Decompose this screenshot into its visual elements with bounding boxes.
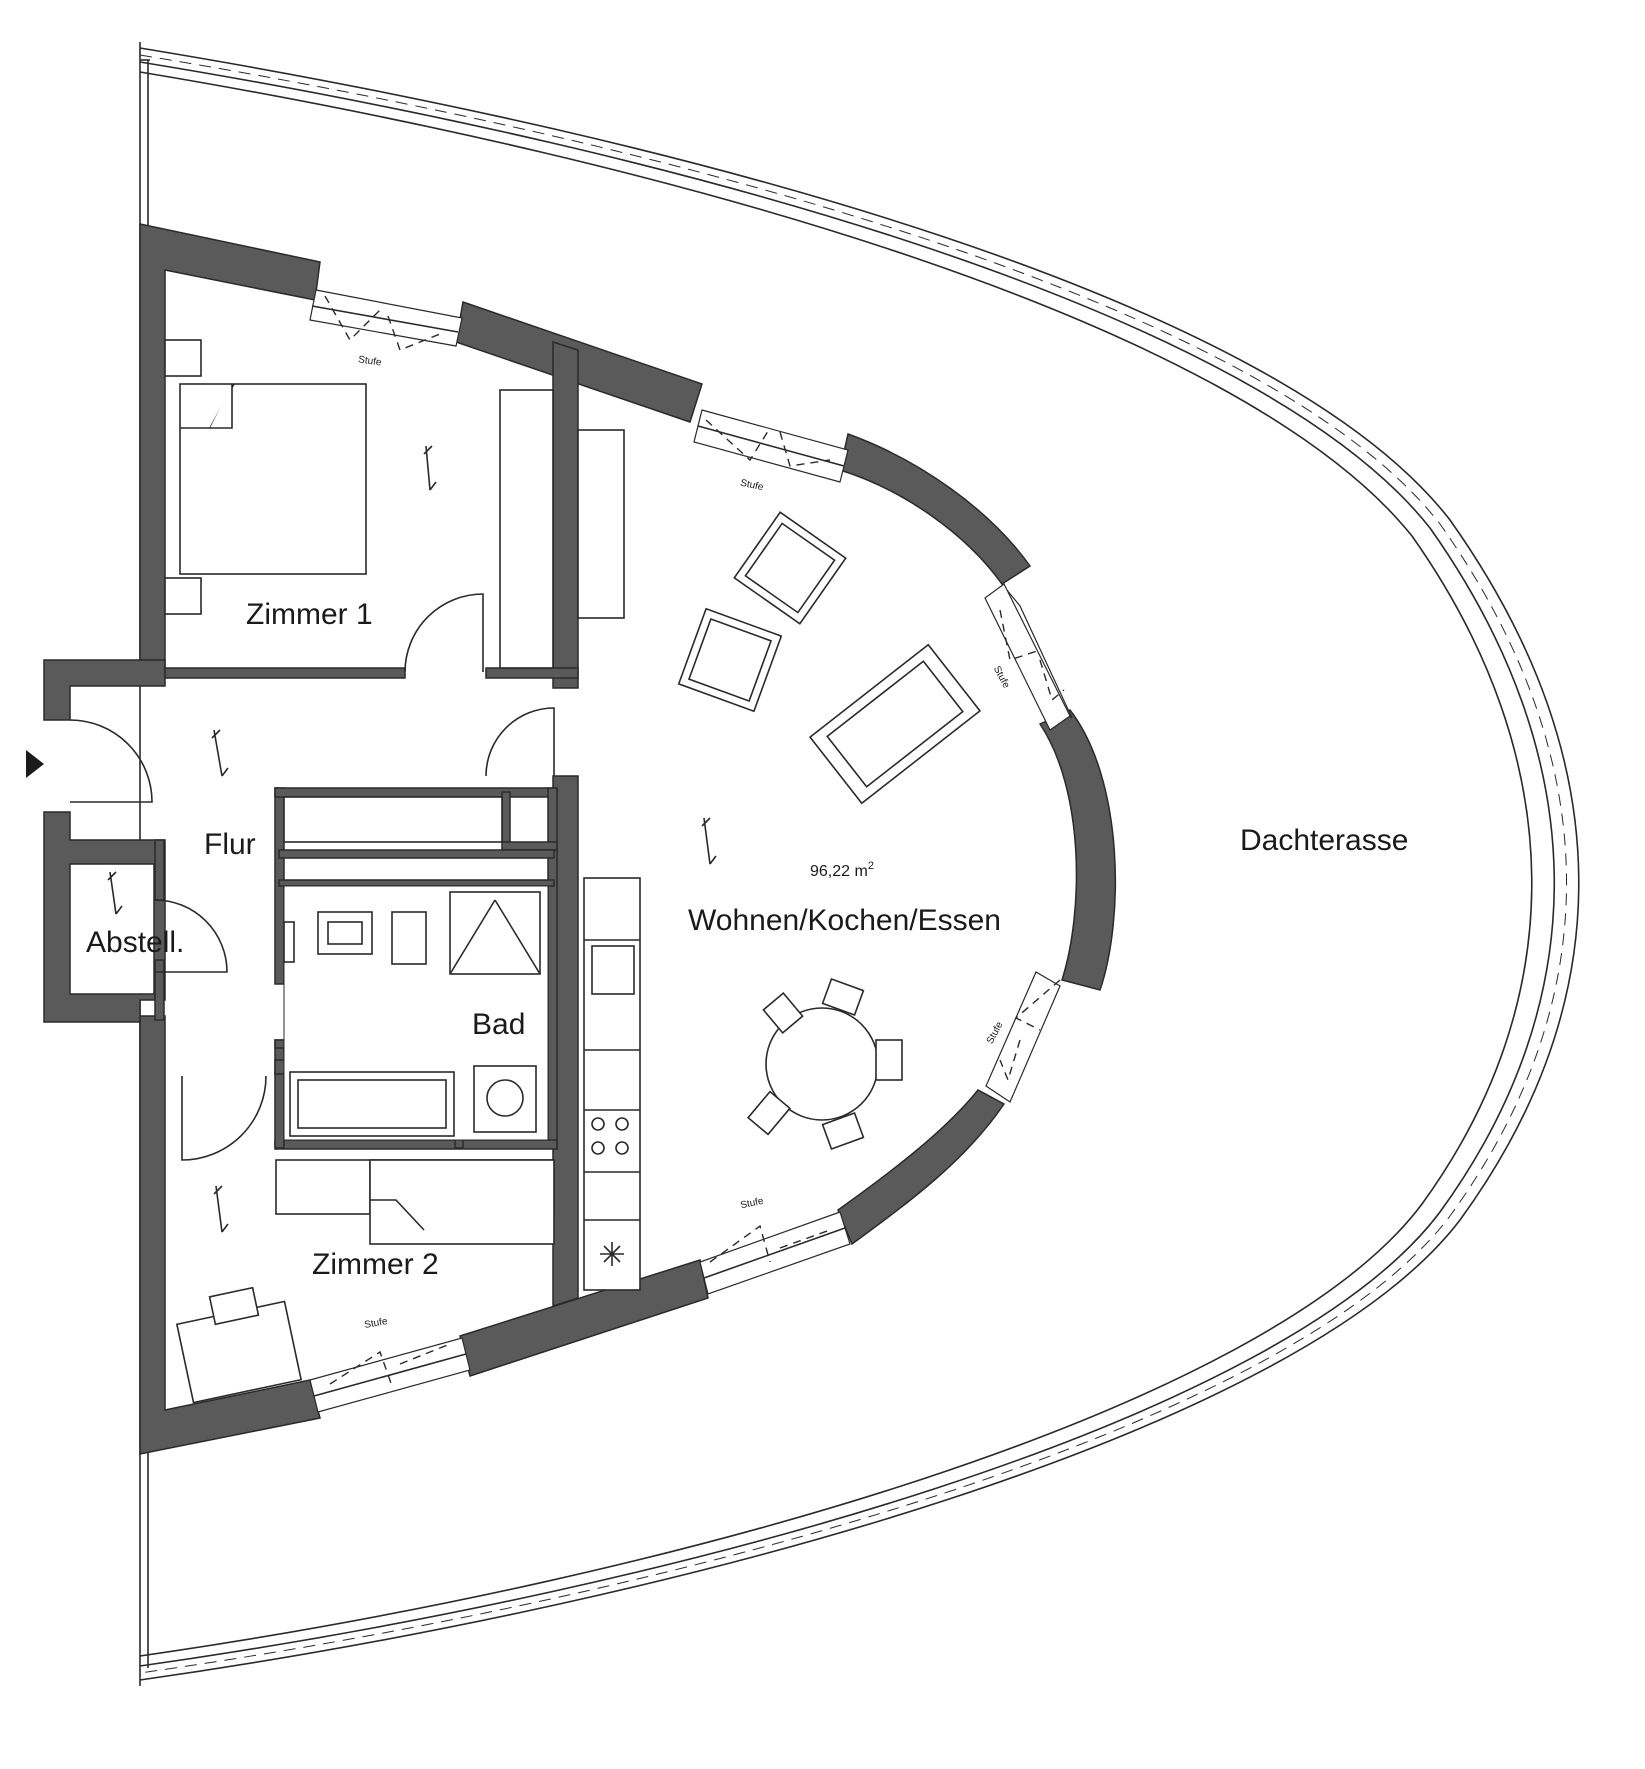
label-wohnen-kochen-essen: Wohnen/Kochen/Essen xyxy=(688,904,1001,937)
furniture xyxy=(164,339,982,1404)
exterior-walls xyxy=(43,223,1117,1455)
step-label: Stufe xyxy=(363,1316,388,1331)
label-abstell: Abstell. xyxy=(86,926,184,959)
label-zimmer-2: Zimmer 2 xyxy=(312,1248,439,1281)
step-label: Stufe xyxy=(739,1196,765,1212)
step-label: Stufe xyxy=(739,478,765,494)
step-label: Stufe xyxy=(991,664,1012,690)
label-zimmer-1: Zimmer 1 xyxy=(246,598,373,631)
label-flur: Flur xyxy=(204,828,256,861)
step-label: Stufe xyxy=(357,354,382,368)
orientation-marks xyxy=(107,445,717,1233)
label-dachterasse: Dachterasse xyxy=(1240,824,1408,857)
label-bad: Bad xyxy=(472,1008,525,1041)
step-label: Stufe xyxy=(985,1020,1006,1046)
area-value: 96,22 m2 xyxy=(810,860,874,880)
windows xyxy=(309,289,1073,1413)
room-labels: Zimmer 1 Flur Abstell. Bad Zimmer 2 Wohn… xyxy=(86,354,1408,1331)
